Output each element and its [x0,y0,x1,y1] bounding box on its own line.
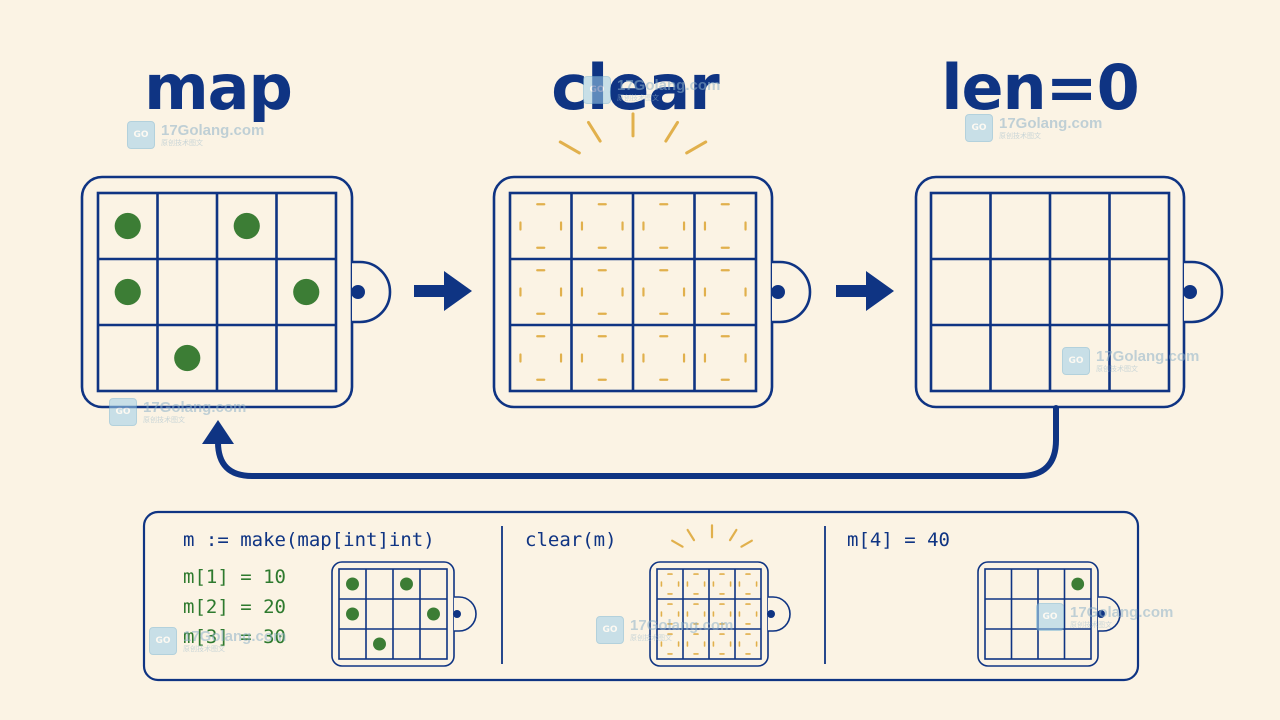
clear-sparkle-ray [586,120,602,143]
code-assign-2: m[2] = 20 [183,596,286,618]
mini-after-insert-handle-hole [1097,610,1105,618]
mini-after-insert-board [977,561,1121,667]
mini-after-insert-entry-dot [1071,577,1085,591]
mini-clear-board-handle [768,596,791,632]
code-assign-3: m[3] = 30 [183,626,286,648]
mini-map-entry-dot [427,607,440,621]
code-make-map: m := make(map[int]int) [183,529,435,551]
title-len-zero: len=0 [941,51,1140,124]
map-handle-hole [351,285,365,299]
mini-clear-sparkle-ray [740,539,753,548]
mini-map-entry-dot [346,607,359,621]
mini-clear-sparkle-ray [686,528,696,542]
len-zero-handle-hole [1183,285,1197,299]
map-entry-dot [114,212,141,240]
mini-map-handle-hole [453,610,461,618]
clear-board [492,175,812,409]
code-clear-call: clear(m) [525,529,617,551]
mini-map-entry-dot [346,577,359,591]
clear-handle-hole [771,285,785,299]
map-to-clear-arrow-icon [414,271,472,311]
mini-clear-board [649,561,791,667]
map-entry-dot [293,278,320,306]
title-map: map [144,51,293,124]
title-clear: clear [551,51,719,124]
map-board-handle [352,260,392,324]
mini-map-board-handle [454,596,477,632]
mini-clear-sparkle-ray [728,528,738,542]
mini-clear-sparkle-ray [671,539,684,548]
mini-clear-handle-hole [767,610,775,618]
map-entry-dot [174,344,201,372]
clear-sparkle-ray [558,140,581,155]
clear-sparkle-ray [685,140,708,155]
map-entry-dot [233,212,260,240]
code-assign-1: m[1] = 10 [183,566,286,588]
summary-panel [142,510,1140,682]
map-board [80,175,392,409]
mini-after-insert-board-handle [1098,596,1121,632]
code-assign-4: m[4] = 40 [847,529,950,551]
clear-sparkle-ray [664,120,680,143]
loop-back-arrowhead-icon [202,420,234,444]
loop-back-line [215,405,1059,479]
len-zero-board-handle [1184,260,1224,324]
mini-map-entry-dot [373,637,386,651]
mini-map-entry-dot [400,577,413,591]
clear-board-handle [772,260,812,324]
map-entry-dot [114,278,141,306]
mini-map-board [331,561,477,667]
len-zero-board [914,175,1224,409]
clear-to-len-arrow-icon [836,271,894,311]
